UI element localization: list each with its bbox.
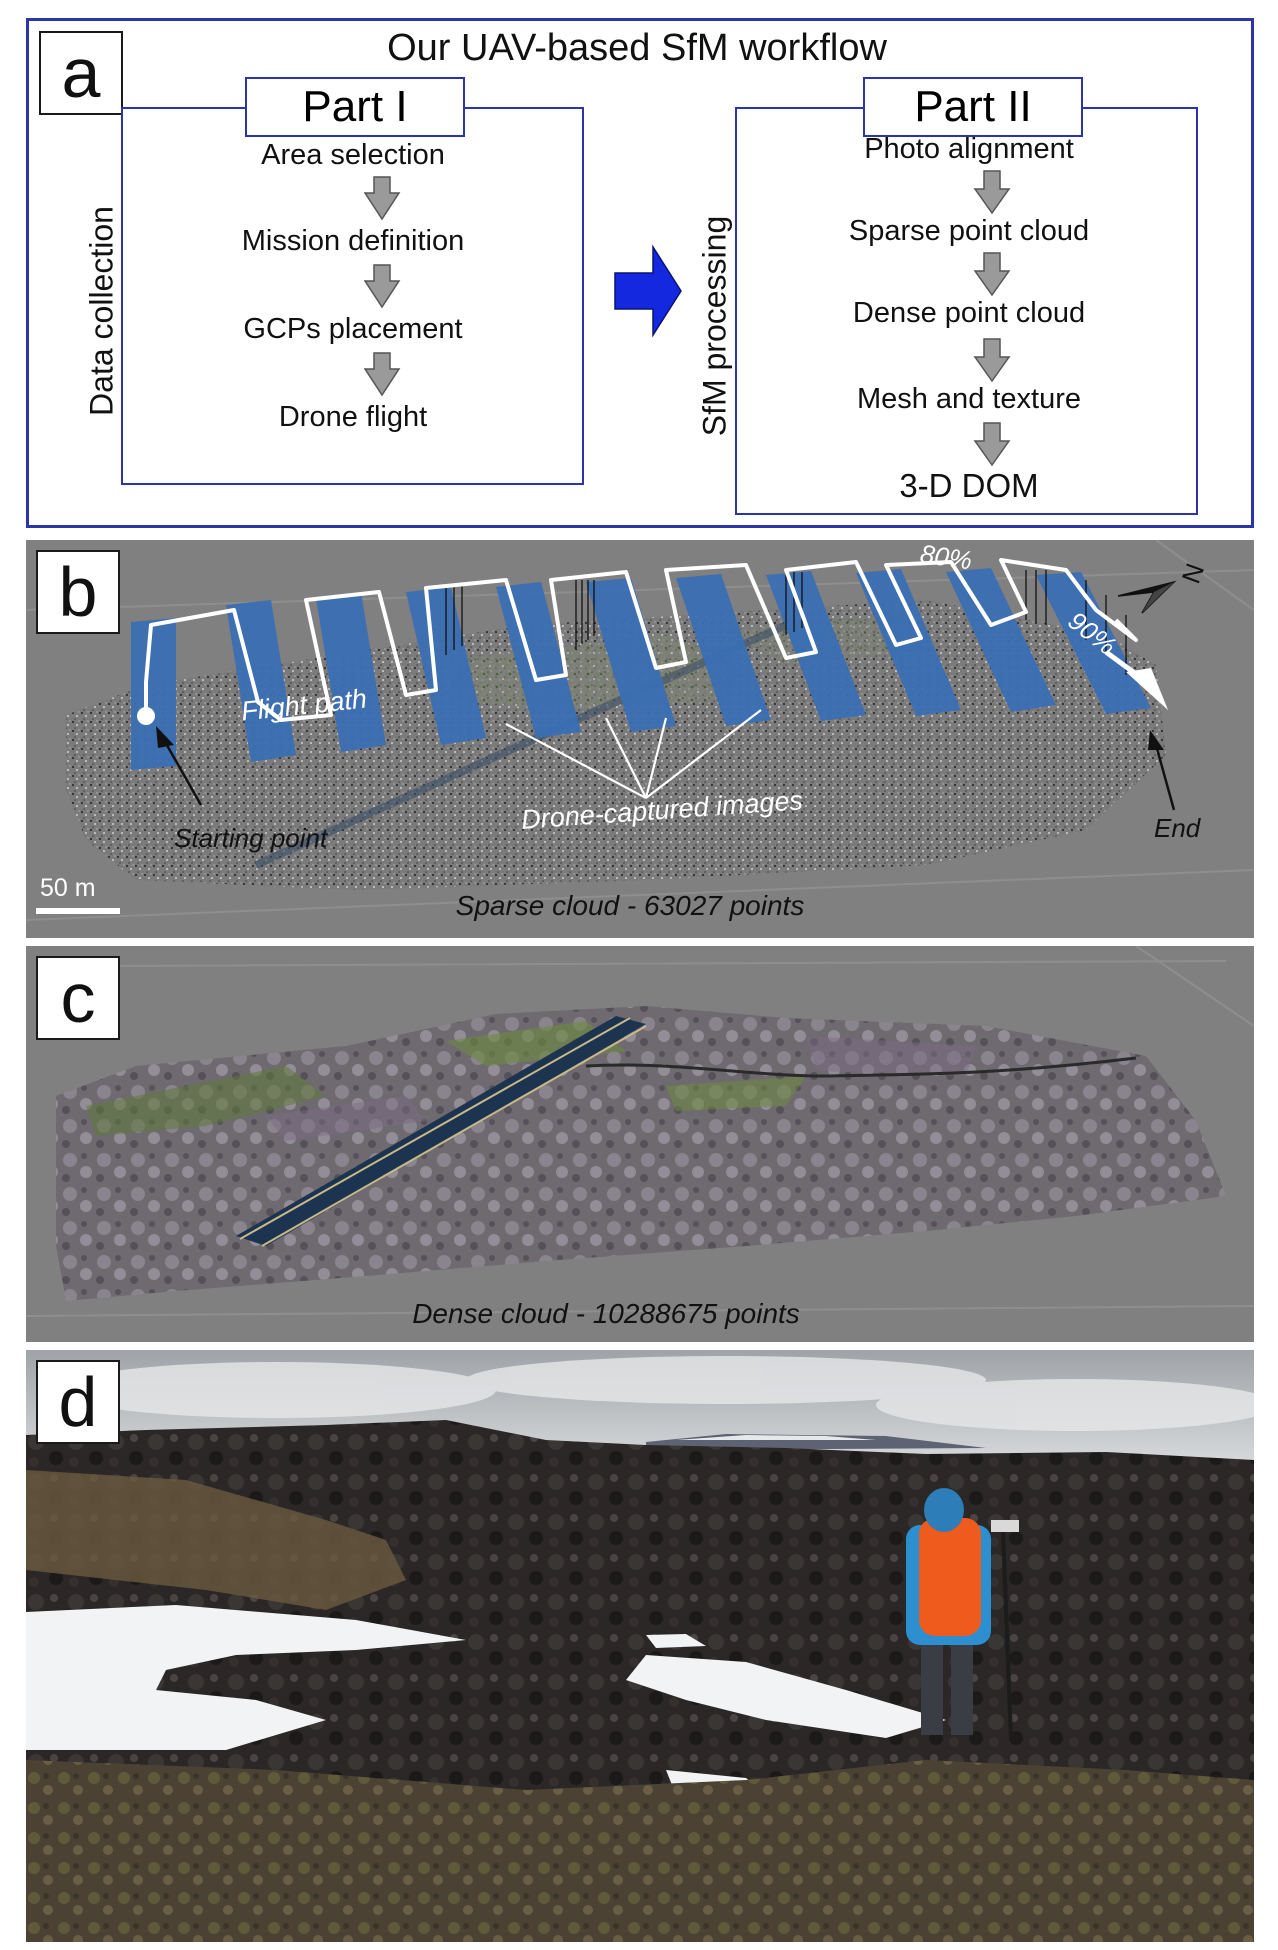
scale-bar-label: 50 m (40, 874, 96, 902)
part2-step: Dense point cloud (852, 297, 1086, 329)
part2-step: Photo alignment (864, 133, 1074, 165)
step-arrow-down-icon (363, 264, 401, 309)
panel-d: d (26, 1350, 1254, 1942)
image-strip (676, 574, 771, 726)
flight-end-arrowhead (1126, 668, 1168, 710)
hiker-figure (906, 1488, 1019, 1741)
part1-label-box: Part I (245, 77, 465, 137)
fissure-channel (236, 1016, 646, 1246)
bounding-box-lines (26, 946, 1254, 1317)
panel-a: a Our UAV-based SfM workflow Part I Data… (26, 18, 1254, 528)
step-arrow-down-icon (973, 170, 1011, 215)
drone-image-strips (131, 568, 1151, 770)
part2-side-label: SfM processing (696, 215, 733, 437)
dense-cloud-caption: Dense cloud - 10288675 points (412, 1298, 800, 1329)
panel-letter-a: a (39, 31, 123, 115)
part2-label-box: Part II (863, 77, 1083, 137)
step-arrow-down-icon (363, 176, 401, 221)
snow-patch (646, 1634, 706, 1648)
panel-letter-b: b (36, 550, 120, 634)
scale-bar (36, 908, 120, 914)
end-arrow-icon (1148, 730, 1176, 811)
big-arrow-right-icon (614, 244, 682, 338)
dense-cloud-scene (26, 946, 1254, 1317)
image-strip (946, 568, 1056, 712)
start-arrow-icon (156, 726, 203, 806)
flight-path-line (137, 558, 1168, 725)
snow-patch (26, 1605, 466, 1750)
foreground-rocks (26, 1760, 1254, 1942)
sparse-cloud-caption: Sparse cloud - 63027 points (455, 890, 805, 921)
north-arrow-icon (1117, 580, 1177, 614)
image-strip (1036, 572, 1151, 714)
part2-label: Part II (914, 82, 1032, 131)
image-strip (586, 578, 676, 732)
moss-slope (26, 1470, 406, 1610)
part1-side-label: Data collection (83, 206, 120, 416)
panel-a-arrows (363, 170, 1011, 467)
panel-letter-d: d (36, 1360, 120, 1444)
sparse-cloud-scene (26, 540, 1254, 921)
step-arrow-down-icon (973, 338, 1011, 383)
image-strip (766, 571, 866, 721)
panel-letter-c: c (36, 956, 120, 1040)
backpack (919, 1518, 981, 1636)
images-leader-lines (505, 709, 762, 799)
part2-step: Mesh and texture (856, 383, 1082, 415)
part1-step: Area selection (261, 139, 445, 171)
panel-b: b Flight path Drone-captured images Star… (26, 540, 1254, 938)
end-label: End (1154, 813, 1201, 843)
part1-step: Mission definition (241, 225, 465, 257)
step-arrow-down-icon (363, 352, 401, 397)
image-strip (406, 587, 486, 745)
start-label: Starting point (174, 823, 328, 853)
start-point-marker (137, 707, 155, 725)
part2-step: 3-D DOM (899, 467, 1039, 504)
dense-point-ground (56, 1006, 1226, 1301)
part2-step: Sparse point cloud (848, 215, 1090, 247)
mountain-snow (676, 1435, 876, 1440)
workflow-title: Our UAV-based SfM workflow (387, 27, 887, 69)
panel-c: c Dense cloud - 10288675 points (26, 946, 1254, 1342)
clouds (56, 1356, 1254, 1431)
part1-step: Drone flight (278, 401, 428, 433)
snow-patch (626, 1655, 946, 1738)
step-arrow-down-icon (973, 422, 1011, 467)
gnss-pole (1001, 1529, 1013, 1741)
part1-label: Part I (302, 82, 408, 131)
step-arrow-down-icon (973, 252, 1011, 297)
camera-stems (445, 570, 1127, 675)
part1-step: GCPs placement (243, 313, 463, 345)
field-photo (26, 1350, 1254, 1942)
image-strip (316, 592, 386, 752)
image-strip (131, 618, 176, 770)
